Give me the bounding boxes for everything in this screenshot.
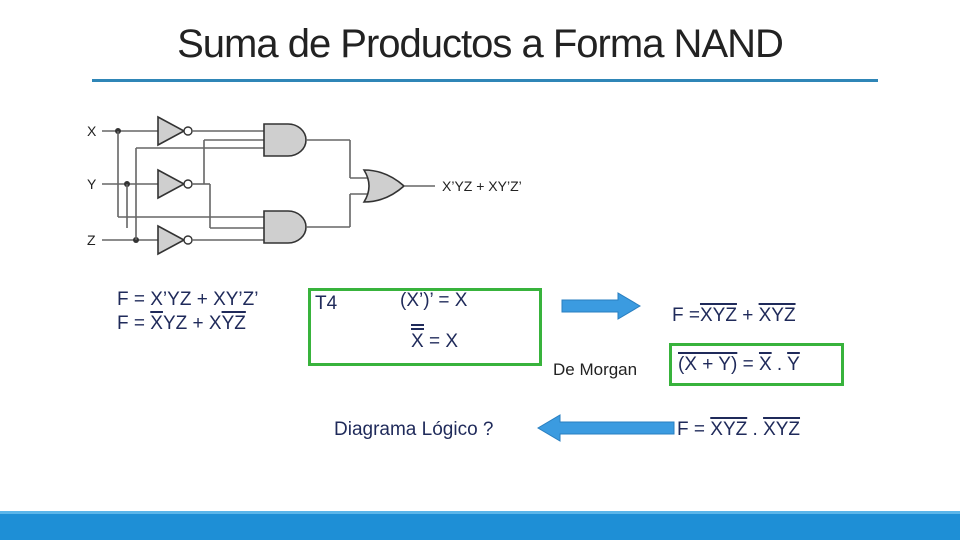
- t4-law-box: [308, 288, 542, 366]
- footer-accent-line: [0, 511, 960, 514]
- arrow-right-icon: [561, 292, 641, 320]
- input-label-x: X: [87, 123, 97, 139]
- de-morgan-expression: (X + Y) = X . Y: [678, 354, 800, 375]
- not-gate-x: [157, 115, 186, 147]
- and-gate-1: [263, 123, 307, 157]
- equation-line-2: F = XYZ + XYZ: [117, 313, 246, 334]
- t4-law-line-2: X = X: [411, 324, 458, 353]
- input-label-y: Y: [87, 176, 97, 192]
- equations-block: F = X’YZ + XY’Z’ F = XYZ + XYZ: [117, 288, 258, 336]
- equation-line-1: F = X’YZ + XY’Z’: [117, 289, 259, 310]
- circuit-output-label: X’YZ + XY’Z’: [442, 178, 522, 194]
- not-gate-z: [157, 224, 186, 256]
- result-nand-form: F = XYZ . XYZ: [677, 419, 801, 440]
- result-sum-form: F = XYZ + XYZ: [672, 305, 796, 326]
- diagram-question: Diagrama Lógico ?: [334, 419, 494, 440]
- arrow-left-icon: [537, 414, 675, 442]
- t4-law-line-1: (X’)’ = X: [400, 290, 468, 311]
- de-morgan-box: [669, 343, 844, 386]
- logic-circuit-diagram: X Y Z X’YZ + XY’Z’: [87, 115, 522, 256]
- or-gate: [362, 169, 406, 203]
- double-negated-x: X: [411, 324, 424, 353]
- input-label-z: Z: [87, 232, 96, 248]
- t4-label: T4: [315, 293, 338, 314]
- page-title: Suma de Productos a Forma NAND: [177, 22, 784, 66]
- not-bubble-x: [183, 126, 193, 136]
- de-morgan-label: De Morgan: [553, 360, 638, 379]
- not-bubble-y: [183, 179, 193, 189]
- and-gate-2: [263, 210, 307, 244]
- not-gate-y: [157, 168, 186, 200]
- title-underline: [92, 79, 878, 82]
- footer-bar: [0, 514, 960, 540]
- not-bubble-z: [183, 235, 193, 245]
